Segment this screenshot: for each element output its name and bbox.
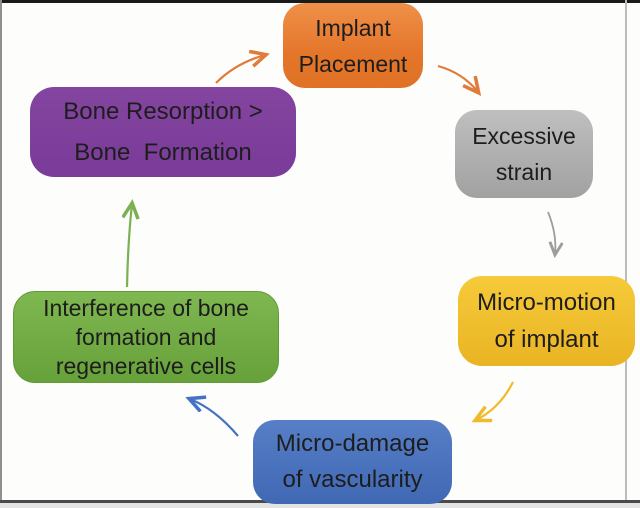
slide-top-border bbox=[0, 0, 640, 3]
node-label-line: Bone Resorption > bbox=[63, 98, 263, 125]
node-label-line: of vascularity bbox=[282, 466, 423, 493]
arrow-resorption-to-implant bbox=[215, 55, 265, 84]
node-label-line: of implant bbox=[494, 326, 599, 353]
slide-right-border bbox=[625, 0, 627, 508]
node-label-line: Micro-motion bbox=[477, 289, 616, 316]
node-interference: Interference of bone formation and regen… bbox=[13, 291, 279, 383]
arrow-microdamage-to-interference bbox=[190, 399, 239, 437]
node-bone-resorption: Bone Resorption > Bone Formation bbox=[30, 87, 296, 177]
node-label-line: regenerative cells bbox=[55, 352, 237, 379]
node-label-line: Placement bbox=[298, 50, 408, 77]
node-label-line: formation and bbox=[75, 323, 217, 350]
node-label-line: Bone Formation bbox=[74, 139, 252, 166]
slide-bottom-margin bbox=[0, 503, 640, 508]
slide-left-border bbox=[0, 0, 2, 508]
node-label-line: Micro-damage bbox=[275, 430, 430, 457]
arrow-interference-to-resorption bbox=[127, 204, 132, 288]
node-implant-placement: Implant Placement bbox=[283, 3, 423, 88]
arrow-micromotion-to-microdamage bbox=[476, 381, 514, 420]
arrow-strain-to-micromotion bbox=[547, 211, 555, 254]
node-micro-motion: Micro-motion of implant bbox=[458, 276, 635, 366]
node-micro-damage: Micro-damage of vascularity bbox=[253, 420, 452, 504]
node-label-line: Interference of bone bbox=[43, 294, 249, 321]
node-excessive-strain: Excessive strain bbox=[455, 110, 593, 198]
node-label-line: strain bbox=[495, 159, 553, 185]
arrow-implant-to-strain bbox=[437, 64, 478, 92]
node-label-line: Excessive bbox=[472, 123, 576, 149]
node-label-line: Implant bbox=[315, 14, 391, 41]
